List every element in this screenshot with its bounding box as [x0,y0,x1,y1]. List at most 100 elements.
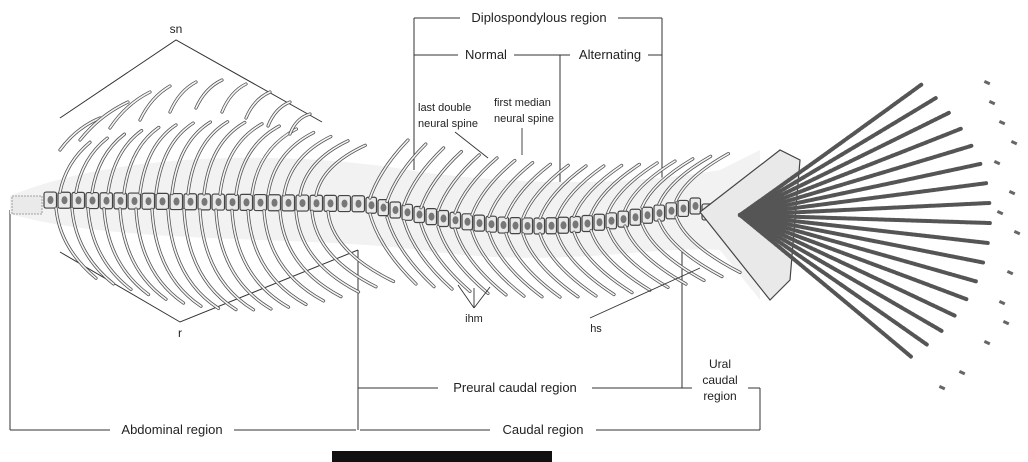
fin-fragment [984,340,991,345]
fin-fragment [997,210,1004,215]
supraneural [290,114,310,134]
fin-fragment [1014,230,1021,235]
abdominal-label: Abdominal region [121,422,222,437]
vertebra-centrum [621,215,627,223]
fish-skeleton [10,80,1020,390]
vertebra-centrum [453,216,459,224]
supraneural-core [80,102,128,140]
sn-bracket [60,40,322,122]
supraneural [140,86,170,120]
vertebra-centrum [633,213,639,221]
scale-bar [332,451,552,462]
vertebra-centrum [561,221,567,229]
vertebra-centrum [104,197,110,205]
vertebra-centrum [381,204,387,212]
fin-fragment [999,300,1006,305]
vertebra-centrum [230,198,236,206]
vertebra-centrum [244,198,250,206]
vertebra-centrum [597,218,603,226]
vertebra-centrum [272,199,278,207]
vertebra-centrum [609,217,615,225]
last-double-label-2: neural spine [418,118,478,130]
vertebra-centrum [314,199,320,207]
vertebra-centrum [393,206,399,214]
vertebra-centrum [477,219,483,227]
vertebra-centrum [549,222,555,230]
hs-label: hs [590,323,602,335]
vertebra-centrum [573,221,579,229]
supraneural-core [246,92,270,118]
head-stub [12,196,42,214]
fin-fragment [1011,140,1018,145]
vertebra-centrum [118,197,124,205]
preural-label: Preural caudal region [453,380,577,395]
fin-fragment [984,80,991,85]
first-median-label-1: first median [494,97,551,109]
caudal-fin-ray [740,98,936,215]
supraneural [196,80,222,108]
supraneural [222,84,246,112]
diplospondylous-label: Diplospondylous region [471,10,606,25]
vertebra-centrum [585,220,591,228]
alternating-label: Alternating [579,47,641,62]
vertebra-centrum [76,196,82,204]
vertebra-centrum [525,222,531,230]
vertebra-centrum [132,197,138,205]
vertebra-centrum [258,199,264,207]
vertebra-centrum [537,222,543,230]
vertebra-centrum [501,221,507,229]
vertebra-centrum [174,198,180,206]
r-label: r [178,326,182,340]
vertebra-centrum [405,208,411,216]
fin-fragment [989,100,996,105]
sn-label: sn [170,22,183,36]
fin-fragment [1007,270,1014,275]
ural-label-2: caudal [702,373,737,387]
fin-fragment [1003,320,1010,325]
vertebra-centrum [160,197,166,205]
vertebra-centrum [429,213,435,221]
ihm-label: ihm [465,313,483,325]
last-double-label-1: last double [418,102,471,114]
vertebra-centrum [188,198,194,206]
vertebra-centrum [342,200,348,208]
vertebra-centrum [441,215,447,223]
fin-fragment [994,160,1001,165]
vertebra-centrum [146,197,152,205]
vertebra-centrum [681,204,687,212]
supraneural [268,102,290,126]
normal-label: Normal [465,47,507,62]
first-median-label-2: neural spine [494,113,554,125]
caudal-label: Caudal region [503,422,584,437]
vertebra-centrum [693,202,699,210]
ural-label-3: region [703,389,736,403]
vertebra-centrum [48,196,54,204]
supraneural-core [170,82,196,112]
supraneural-core [140,86,170,120]
supraneural [80,102,128,140]
fin-fragment [999,120,1006,125]
vertebra-centrum [513,222,519,230]
vertebra-centrum [328,199,334,207]
ural-label-1: Ural [709,357,731,371]
vertebra-centrum [90,197,96,205]
vertebra-centrum [669,207,675,215]
fin-fragment [959,370,966,375]
fin-fragment [1009,190,1016,195]
vertebra-centrum [417,211,423,219]
vertebra-centrum [657,209,663,217]
vertebra-centrum [286,199,292,207]
vertebra-centrum [202,198,208,206]
vertebra-centrum [489,220,495,228]
vertebra-centrum [645,211,651,219]
vertebra-centrum [356,200,362,208]
vertebra-centrum [369,201,375,209]
fin-fragment [939,385,946,390]
vertebra-centrum [62,196,68,204]
supraneural-core [196,80,222,108]
vertebra-centrum [300,199,306,207]
supraneural [246,92,270,118]
supraneural [170,82,196,112]
vertebra-centrum [465,218,471,226]
